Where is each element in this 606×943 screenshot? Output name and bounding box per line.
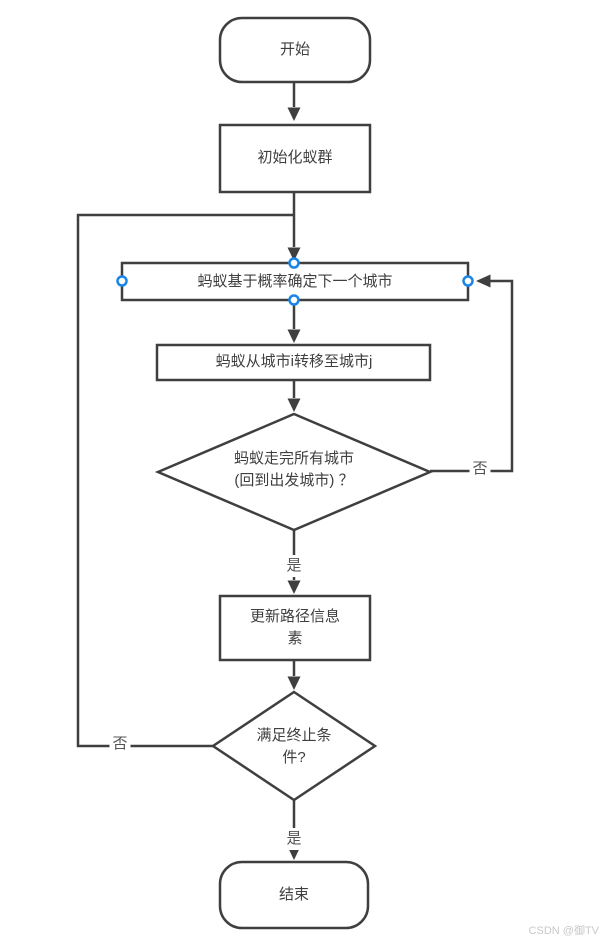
arrowhead-icon [287, 398, 301, 412]
choose-city-node-label: 蚂蚁基于概率确定下一个城市 [197, 273, 393, 290]
edge-label-yes-all-cities: 是 [283, 555, 305, 577]
start-node[interactable] [218, 16, 372, 84]
all-cities-decision-line1: 蚂蚁走完所有城市 [233, 450, 355, 467]
edge-allcities-no-loop[interactable] [430, 279, 514, 473]
edge-termination-no-loop[interactable] [76, 213, 294, 748]
end-node[interactable] [218, 860, 370, 930]
start-node-label: 开始 [279, 41, 311, 58]
csdn-watermark: CSDN @御TV [528, 925, 599, 937]
init-colony-node[interactable] [218, 123, 372, 194]
arrowhead-icon [287, 676, 301, 690]
update-pheromone-line1: 更新路径信息 [249, 608, 341, 625]
move-city-node-label: 蚂蚁从城市i转移至城市j [215, 353, 373, 370]
init-colony-node-label: 初始化蚁群 [257, 149, 333, 166]
arrowhead-icon [287, 247, 301, 261]
termination-decision-line2: 件? [282, 749, 306, 766]
edge-label-yes-termination: 是 [283, 828, 305, 850]
update-pheromone-label: 更新路径信息 素 [250, 606, 340, 650]
connection-point-icon[interactable] [462, 275, 474, 287]
all-cities-decision-label: 蚂蚁走完所有城市 (回到出发城市) ？ [234, 448, 354, 492]
connection-point-icon[interactable] [288, 294, 300, 306]
arrowhead-icon [287, 107, 301, 121]
arrowhead-icon [287, 580, 301, 594]
connection-point-icon[interactable] [288, 257, 300, 269]
connection-point-icon[interactable] [116, 275, 128, 287]
end-node-label: 结束 [278, 886, 310, 903]
arrowhead-icon [287, 329, 301, 343]
update-pheromone-line2: 素 [287, 630, 303, 647]
all-cities-decision-line2: (回到出发城市) ？ [234, 472, 354, 489]
move-city-node[interactable] [155, 343, 432, 382]
choose-city-node[interactable] [120, 261, 470, 302]
edge-label-no-termination: 否 [109, 733, 131, 755]
edge-label-no-all-cities: 否 [469, 458, 491, 480]
termination-decision-label: 满足终止条 件? [256, 725, 331, 769]
termination-decision-line1: 满足终止条 [256, 727, 332, 744]
update-pheromone-node[interactable] [218, 594, 372, 662]
arrowhead-icon [476, 274, 491, 288]
all-cities-decision-node[interactable] [154, 412, 434, 532]
termination-decision-node[interactable] [210, 690, 378, 802]
